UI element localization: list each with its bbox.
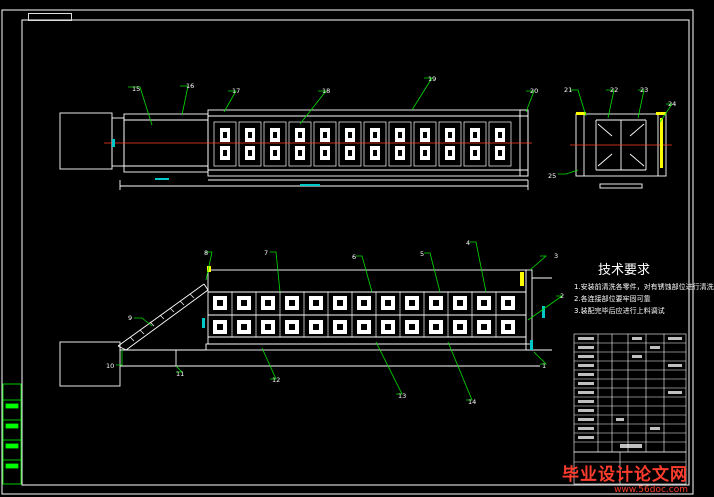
watermark: 毕业设计论文网 www.56doc.com	[562, 460, 688, 495]
part-label-15: 15	[132, 85, 140, 93]
tech-requirement-item: 1.安装前清洗各零件，对有锈蚀部位进行清洗	[574, 283, 714, 291]
front-view	[59, 269, 552, 387]
part-label-1: 1	[542, 362, 546, 370]
title-block	[573, 451, 687, 485]
watermark-url: www.56doc.com	[614, 485, 688, 495]
top-view	[59, 109, 529, 190]
part-label-17: 17	[232, 87, 240, 95]
part-label-8: 8	[204, 249, 208, 257]
tech-requirements-title: 技术要求	[598, 263, 651, 278]
part-label-20: 20	[530, 87, 538, 95]
inner-frame	[21, 19, 690, 486]
front-accents	[202, 266, 545, 350]
part-label-3: 3	[554, 252, 558, 260]
bom-table-fill	[578, 337, 682, 448]
front-columns	[231, 292, 497, 337]
part-label-7: 7	[264, 249, 268, 257]
left-strip	[2, 383, 22, 485]
outer-frame	[1, 9, 694, 495]
part-label-5: 5	[420, 250, 424, 258]
part-label-9: 9	[128, 314, 132, 322]
part-label-25: 25	[548, 172, 556, 180]
part-label-6: 6	[352, 253, 356, 261]
part-label-14: 14	[468, 398, 476, 406]
tech-requirement-item: 3.装配完毕后应进行上料调试	[574, 307, 665, 315]
incline-ribs	[129, 293, 195, 342]
part-label-2: 2	[560, 292, 564, 300]
part-label-21: 21	[564, 86, 572, 94]
part-label-16: 16	[186, 82, 194, 90]
watermark-text: 毕业设计论文网	[562, 465, 688, 485]
bom-table	[573, 333, 687, 453]
side-yellow-marks	[576, 112, 666, 168]
top-dim-marks	[112, 139, 320, 186]
side-view	[575, 113, 667, 189]
top-view-inner-holes	[223, 132, 502, 156]
part-label-23: 23	[640, 86, 648, 94]
part-label-18: 18	[322, 87, 330, 95]
top-view-inner-blocks	[220, 128, 505, 160]
title-tab	[28, 13, 72, 21]
tech-requirement-item: 2.各连接部位要牢固可靠	[574, 295, 651, 303]
part-label-4: 4	[466, 239, 470, 247]
part-label-13: 13	[398, 392, 406, 400]
part-label-24: 24	[668, 100, 676, 108]
cad-drawing: 15 16 17 18 19 20 21 22 23 24 25 8 7 6 5…	[1, 9, 694, 495]
part-label-19: 19	[428, 75, 436, 83]
front-block-holes	[217, 300, 511, 330]
top-view-modules	[213, 121, 512, 167]
part-label-10: 10	[106, 362, 114, 370]
part-label-11: 11	[176, 370, 184, 378]
part-label-22: 22	[610, 86, 618, 94]
part-numbers: 15 16 17 18 19 20 21 22 23 24 25 8 7 6 5…	[106, 75, 676, 406]
part-label-12: 12	[272, 376, 280, 384]
leader-lines	[116, 77, 673, 401]
